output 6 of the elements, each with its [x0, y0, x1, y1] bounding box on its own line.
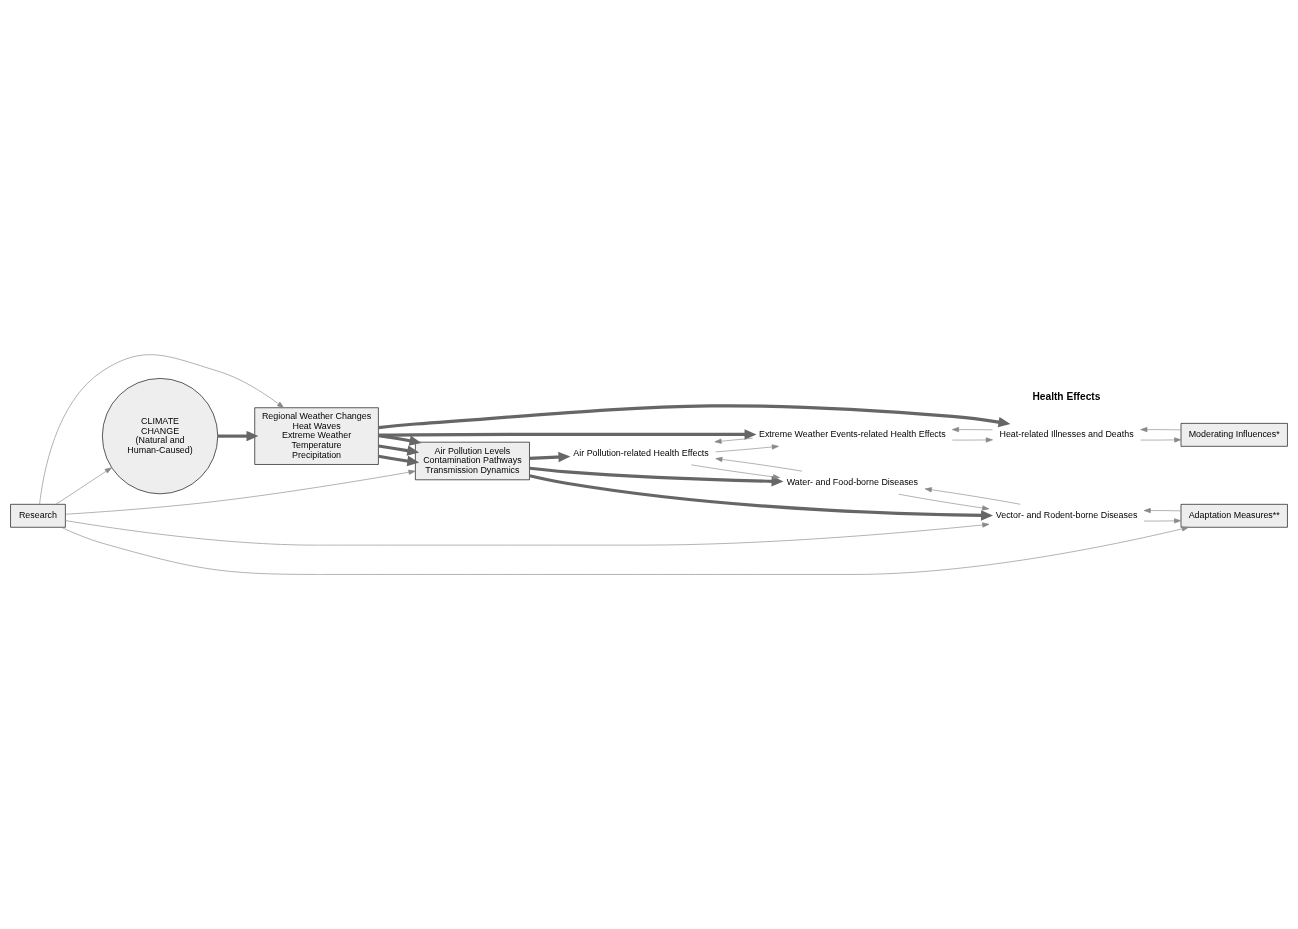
label: Health Effects [1032, 390, 1101, 402]
node-text: Extreme Weather Events-related Health Effects [758, 429, 946, 440]
node-text: Water- and Food-borne Diseases [786, 477, 919, 488]
node-text: Air Pollution-related Health Effects [573, 447, 709, 458]
node-text: Vector- and Rodent-borne Diseases [995, 510, 1138, 521]
node-text: Heat-related Illnesses and Deaths [999, 429, 1134, 440]
